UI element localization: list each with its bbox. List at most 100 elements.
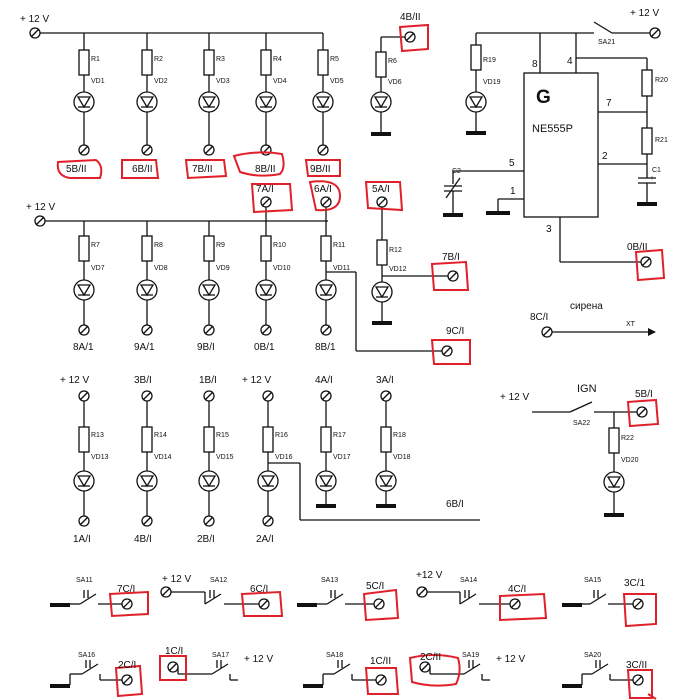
label-1a-i: 1A/I xyxy=(73,534,91,545)
r4-label: R4 xyxy=(273,56,282,63)
label-plus12-b: + 12 V xyxy=(242,375,272,386)
sa18-label: SA18 xyxy=(326,652,343,659)
ne555-chip xyxy=(523,72,599,218)
row1-column-2 xyxy=(136,33,158,156)
pin-5: 5 xyxy=(509,158,515,169)
r21-label: R21 xyxy=(655,137,668,144)
c2-label: C2 xyxy=(452,168,461,175)
supply-label-ign: + 12 V xyxy=(500,392,530,403)
r13-label: R13 xyxy=(91,432,104,439)
terminal-0b-ii: 0B/II xyxy=(627,242,648,253)
sa17-label: SA17 xyxy=(212,652,229,659)
sa14-label: SA14 xyxy=(460,577,477,584)
vd20-label: VD20 xyxy=(621,457,639,464)
vd18-label: VD18 xyxy=(393,454,411,461)
switch-sa11 xyxy=(50,590,149,618)
r15-label: R15 xyxy=(216,432,229,439)
terminal-7b-ii: 7B/II xyxy=(192,164,213,175)
label-7c-i: 7C/I xyxy=(117,584,135,595)
r19-label: R19 xyxy=(483,57,496,64)
row1-column-1 xyxy=(73,33,95,156)
sa14-feed-label: +12 V xyxy=(416,570,443,581)
vd3-label: VD3 xyxy=(216,78,230,85)
terminal-4b-ii: 4B/II xyxy=(400,12,421,23)
label-4b-i: 4B/I xyxy=(134,534,152,545)
label-8a-1: 8A/1 xyxy=(73,342,94,353)
sa22-label: SA22 xyxy=(573,420,590,427)
vd19-label: VD19 xyxy=(483,79,501,86)
r14-label: R14 xyxy=(154,432,167,439)
terminal-6a-i: 6A/I xyxy=(314,184,332,195)
label-4c-i: 4C/I xyxy=(508,584,526,595)
terminal-9b-ii: 9B/II xyxy=(310,164,331,175)
vd5-label: VD5 xyxy=(330,78,344,85)
r16-label: R16 xyxy=(275,432,288,439)
label-2c-i: 2C/I xyxy=(118,660,136,671)
r11-label: R11 xyxy=(333,242,345,249)
sa21-label: SA21 xyxy=(598,39,615,46)
pin-3: 3 xyxy=(546,224,552,235)
label-8b-1: 8B/1 xyxy=(315,342,336,353)
vd15-label: VD15 xyxy=(216,454,234,461)
r2-label: R2 xyxy=(154,56,163,63)
r6-label: R6 xyxy=(388,58,397,65)
r5-label: R5 xyxy=(330,56,339,63)
label-plus12-a: + 12 V xyxy=(60,375,90,386)
vd16-label: VD16 xyxy=(275,454,293,461)
row1-circuit: + 12 V R1 R2 R3 R4 R5 R6 VD1 VD2 VD3 VD4… xyxy=(20,12,429,180)
label-1c-ii: 1C/II xyxy=(370,656,391,667)
switches-row1: SA11 7C/I SA12 6C/I + 12 V SA13 5C/I SA1… xyxy=(50,570,657,628)
r9-label: R9 xyxy=(216,242,225,249)
switch-sa12 xyxy=(160,586,284,617)
switch-sa18 xyxy=(303,660,400,695)
label-5c-i: 5C/I xyxy=(366,581,384,592)
row1-column-3 xyxy=(198,33,220,156)
switch-sa15 xyxy=(562,590,657,628)
terminal-5b-ii: 5B/II xyxy=(66,164,87,175)
label-4a-i: 4A/I xyxy=(315,375,333,386)
vd6-label: VD6 xyxy=(388,79,402,86)
ign-circuit: + 12 V IGN SA22 5B/I R22 VD20 xyxy=(500,383,660,517)
vd12-label: VD12 xyxy=(389,266,407,273)
label-2a-i: 2A/I xyxy=(256,534,274,545)
sa17-feed-label: + 12 V xyxy=(244,654,274,665)
vd11-label: VD11 xyxy=(333,265,350,272)
r10-label: R10 xyxy=(273,242,286,249)
r8-label: R8 xyxy=(154,242,163,249)
r17-label: R17 xyxy=(333,432,346,439)
label-6b-i: 6B/I xyxy=(446,499,464,510)
row3-circuit: + 12 V 3B/I 1B/I + 12 V 4A/I 3A/I R13 R1… xyxy=(60,375,480,545)
chip-name: NE555P xyxy=(532,123,573,135)
pin-1: 1 xyxy=(510,186,516,197)
switch-sa13 xyxy=(297,588,400,622)
vd8-label: VD8 xyxy=(154,265,168,272)
chip-letter: G xyxy=(536,87,551,108)
label-3a-i: 3A/I xyxy=(376,375,394,386)
label-9b-i: 9B/I xyxy=(197,342,215,353)
vd4-label: VD4 xyxy=(273,78,287,85)
pin-7: 7 xyxy=(606,98,612,109)
vd14-label: VD14 xyxy=(154,454,172,461)
label-1b-i: 1B/I xyxy=(199,375,217,386)
sa12-label: SA12 xyxy=(210,577,227,584)
terminal-5b-i: 5B/I xyxy=(635,389,653,400)
row1-column-4 xyxy=(255,33,277,156)
row2-circuit: + 12 V R7 R8 R9 R10 R11 R12 VD7 VD8 VD9 … xyxy=(26,180,471,365)
sa19-label: SA19 xyxy=(462,652,479,659)
vd9-label: VD9 xyxy=(216,265,230,272)
label-2c-ii: 2C/II xyxy=(420,652,441,663)
r1-label: R1 xyxy=(91,56,100,63)
label-0b-1: 0B/1 xyxy=(254,342,275,353)
xt-label: XT xyxy=(626,321,636,328)
label-1c-i: 1C/I xyxy=(165,646,183,657)
supply-label-right: + 12 V xyxy=(630,8,660,19)
vd10-label: VD10 xyxy=(273,265,291,272)
switch-sa16 xyxy=(50,660,144,698)
row1-column-5 xyxy=(312,33,334,156)
terminal-5a-i: 5A/I xyxy=(372,184,390,195)
ign-title: IGN xyxy=(577,383,597,395)
terminal-8c-i: 8C/I xyxy=(530,312,548,323)
switch-sa14 xyxy=(416,586,548,622)
